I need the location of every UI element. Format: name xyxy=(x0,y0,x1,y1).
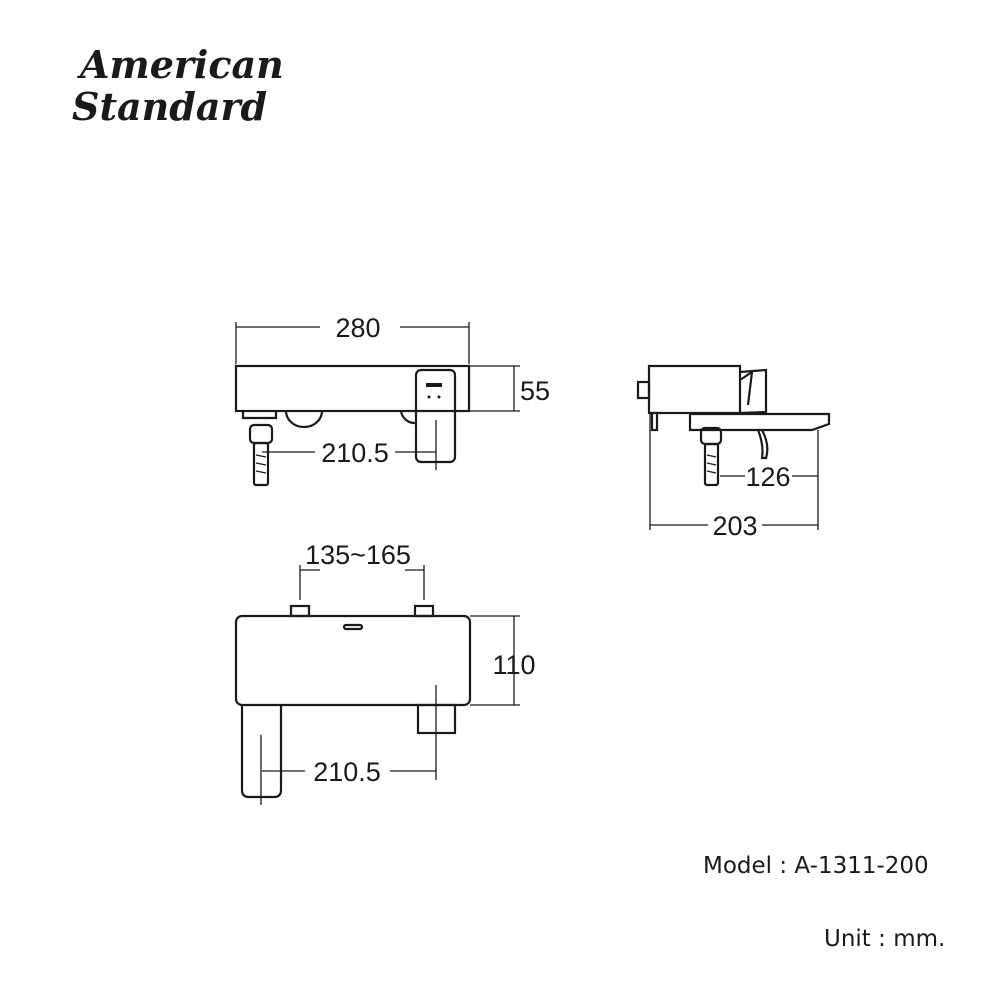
dim-center-210-5-front: 210.5 xyxy=(321,438,389,468)
front-view: 280 55 210.5 xyxy=(234,313,550,487)
brand-logo: American Standard xyxy=(72,42,284,129)
top-view: 135~165 110 210.5 xyxy=(234,540,536,805)
dim-center-210-5-top: 210.5 xyxy=(313,757,381,787)
side-view: 126 203 xyxy=(636,364,831,541)
model-number: Model : A-1311-200 xyxy=(703,853,929,879)
dim-height-55: 55 xyxy=(520,376,550,406)
logo-line-2: Standard xyxy=(72,84,267,129)
dim-spout-126: 126 xyxy=(745,462,790,492)
logo-line-1: American xyxy=(77,42,284,87)
unit-label: Unit : mm. xyxy=(824,926,946,952)
dim-width-280: 280 xyxy=(335,313,380,343)
dim-depth-203: 203 xyxy=(712,511,757,541)
dim-inlet-135-165: 135~165 xyxy=(305,540,411,570)
dim-depth-110: 110 xyxy=(492,650,535,680)
